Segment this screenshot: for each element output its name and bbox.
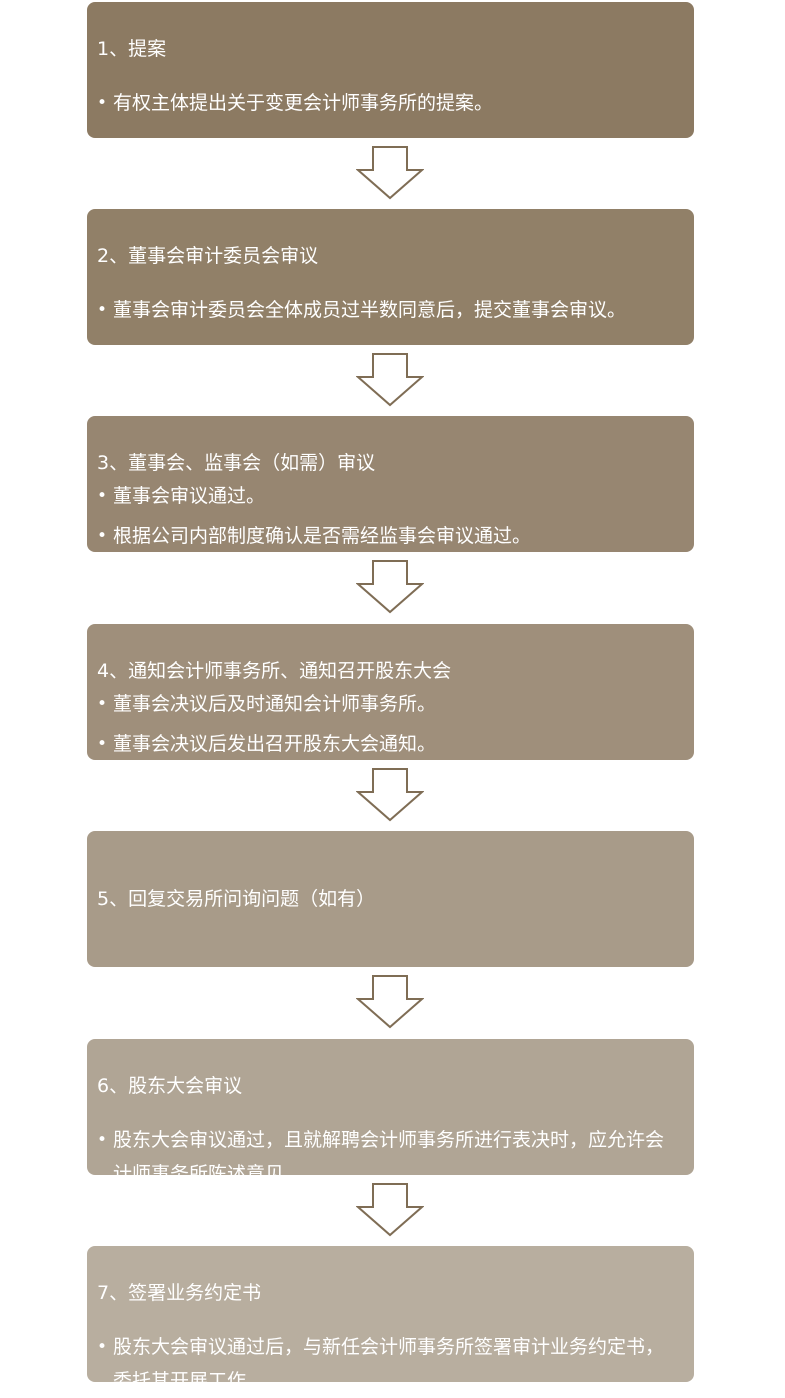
bullet-dot: • — [97, 1337, 108, 1357]
bullet-dot: • — [97, 93, 108, 113]
step-6-shareholder-meeting: 6、股东大会审议 •股东大会审议通过，且就解聘会计师事务所进行表决时，应允许会计… — [87, 1039, 694, 1185]
down-arrow-icon — [356, 560, 424, 614]
down-arrow-icon — [356, 768, 424, 822]
down-arrow-icon — [356, 146, 424, 200]
bullet-dot: • — [97, 694, 108, 714]
step-bullets: •董事会审议通过。 •根据公司内部制度确认是否需经监事会审议通过。 — [97, 476, 676, 556]
down-arrow-icon — [356, 1183, 424, 1237]
step-3-board-review: 3、董事会、监事会（如需）审议 •董事会审议通过。 •根据公司内部制度确认是否需… — [87, 416, 694, 552]
step-title: 1、提案 — [97, 38, 167, 60]
bullet-dot: • — [97, 486, 108, 506]
step-title: 6、股东大会审议 — [97, 1075, 243, 1097]
step-1-proposal: 1、提案 •有权主体提出关于变更会计师事务所的提案。 — [87, 2, 694, 138]
bullet-dot: • — [97, 1130, 108, 1150]
step-title: 3、董事会、监事会（如需）审议 — [97, 452, 376, 474]
step-7-sign-engagement: 7、签署业务约定书 •股东大会审议通过后，与新任会计师事务所签署审计业务约定书，… — [87, 1246, 694, 1392]
bullet-dot: • — [97, 734, 108, 754]
step-title: 4、通知会计师事务所、通知召开股东大会 — [97, 660, 452, 682]
down-arrow-icon — [356, 353, 424, 407]
step-5-reply-inquiry: 5、回复交易所问询问题（如有） — [87, 831, 694, 967]
bullet-dot: • — [97, 526, 108, 546]
step-bullets: •有权主体提出关于变更会计师事务所的提案。 — [97, 86, 676, 120]
bullet-item: •有权主体提出关于变更会计师事务所的提案。 — [97, 86, 676, 120]
down-arrow-icon — [356, 975, 424, 1029]
step-4-notify: 4、通知会计师事务所、通知召开股东大会 •董事会决议后及时通知会计师事务所。 •… — [87, 624, 694, 760]
step-bullets: •董事会决议后及时通知会计师事务所。 •董事会决议后发出召开股东大会通知。 — [97, 684, 676, 764]
bullet-dot: • — [97, 300, 108, 320]
step-bullets: •股东大会审议通过后，与新任会计师事务所签署审计业务约定书，委托其开展工作。 — [97, 1330, 676, 1398]
step-bullets: •股东大会审议通过，且就解聘会计师事务所进行表决时，应允许会计师事务所陈述意见。 — [97, 1123, 676, 1191]
step-title: 2、董事会审计委员会审议 — [97, 245, 319, 267]
step-2-audit-committee-review: 2、董事会审计委员会审议 •董事会审计委员会全体成员过半数同意后，提交董事会审议… — [87, 209, 694, 345]
bullet-item: •董事会决议后及时通知会计师事务所。 — [97, 684, 676, 724]
bullet-item: •根据公司内部制度确认是否需经监事会审议通过。 — [97, 516, 676, 556]
bullet-item: •董事会决议后发出召开股东大会通知。 — [97, 724, 676, 764]
bullet-item: •董事会审议通过。 — [97, 476, 676, 516]
bullet-item: •董事会审计委员会全体成员过半数同意后，提交董事会审议。 — [97, 293, 676, 327]
step-title: 7、签署业务约定书 — [97, 1282, 262, 1304]
step-bullets: •董事会审计委员会全体成员过半数同意后，提交董事会审议。 — [97, 293, 676, 327]
bullet-item: •股东大会审议通过，且就解聘会计师事务所进行表决时，应允许会计师事务所陈述意见。 — [97, 1123, 676, 1191]
bullet-item: •股东大会审议通过后，与新任会计师事务所签署审计业务约定书，委托其开展工作。 — [97, 1330, 676, 1398]
step-title: 5、回复交易所问询问题（如有） — [97, 888, 376, 910]
